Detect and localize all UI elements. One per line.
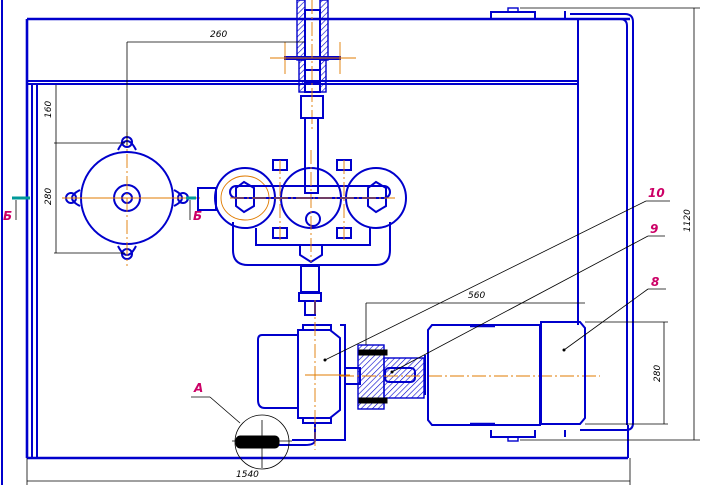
callout-9-leader xyxy=(390,235,665,374)
detail-a xyxy=(232,414,292,470)
dimension-lines xyxy=(26,7,700,485)
dim-1120: 1120 xyxy=(683,209,693,232)
detail-label-a: А xyxy=(193,381,203,395)
dim-560: 560 xyxy=(468,291,485,301)
dim-1540: 1540 xyxy=(236,470,259,480)
section-label-right: Б xyxy=(193,209,202,223)
base-frame xyxy=(1,0,634,485)
dim-160: 160 xyxy=(44,101,54,118)
round-pump-housing xyxy=(62,132,200,266)
section-mark-right xyxy=(186,196,196,220)
top-pipe-fitting xyxy=(270,0,356,194)
callout-9: 9 xyxy=(650,222,658,236)
detail-a-leader xyxy=(209,396,241,424)
gear-pump-cluster xyxy=(197,150,407,316)
callout-10-leader xyxy=(323,200,670,362)
dim-260: 260 xyxy=(210,30,227,40)
section-label-left: Б xyxy=(3,209,12,223)
callout-8-leader xyxy=(562,288,666,352)
electric-motor xyxy=(424,321,586,426)
section-mark-left xyxy=(12,196,30,220)
dim-280-motor: 280 xyxy=(653,365,663,382)
lower-pump xyxy=(257,300,350,450)
callout-10: 10 xyxy=(648,186,665,200)
shaft-coupling xyxy=(340,344,600,410)
dim-280-pump: 280 xyxy=(44,188,54,205)
callout-8: 8 xyxy=(651,275,659,289)
